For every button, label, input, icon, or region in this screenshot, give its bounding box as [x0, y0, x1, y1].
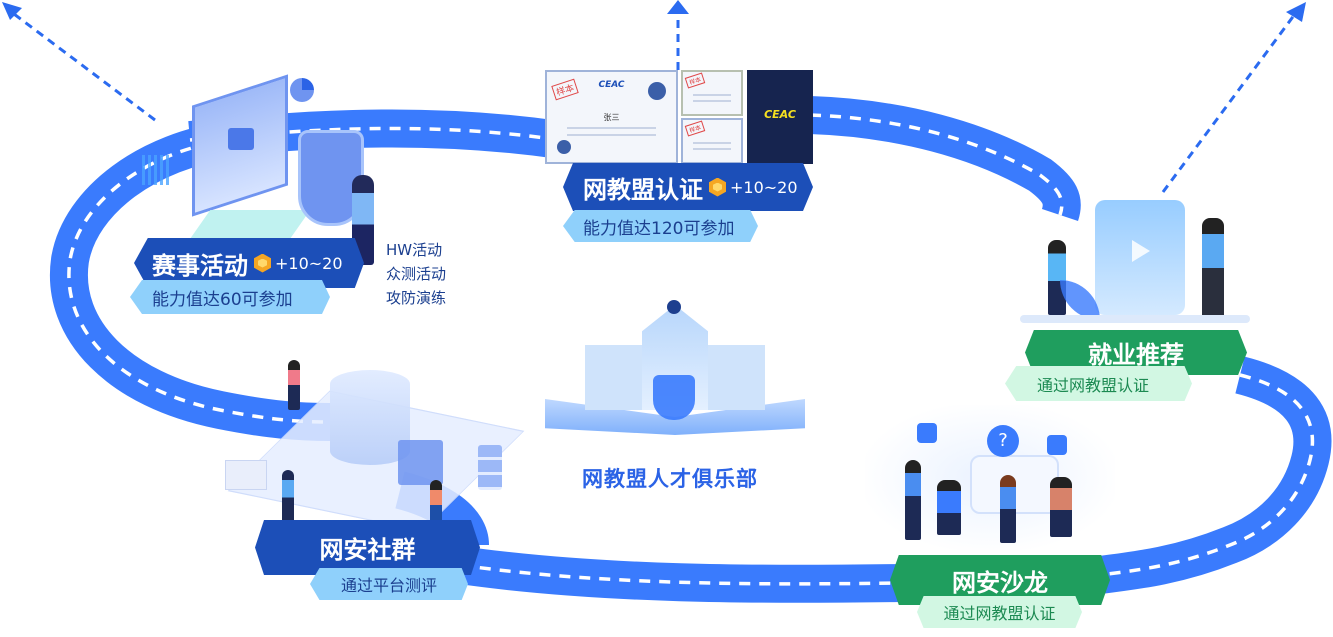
certificate-cover-brand: CEAC — [764, 108, 796, 121]
certification-title: 网教盟认证 — [583, 175, 703, 204]
building-left-wing — [585, 345, 645, 410]
chart-panel — [398, 440, 443, 485]
server-stack — [478, 445, 502, 490]
lock-icon — [228, 128, 254, 150]
person-figure — [1048, 240, 1066, 315]
arrow-up-right — [1161, 2, 1306, 193]
certificate-cover: CEAC — [747, 70, 813, 164]
arrowhead-icon — [2, 2, 22, 20]
data-cylinder — [330, 370, 410, 465]
employment-requirement: 通过网教盟认证 — [1037, 375, 1150, 395]
coin-icon — [709, 177, 726, 197]
certificate-small: 样本 — [681, 118, 743, 164]
data-platform-illustration — [220, 340, 530, 532]
laptop-lock-shield-illustration — [140, 70, 390, 265]
certificate-large: 样本 CEAC 张三 — [545, 70, 678, 164]
play-icon — [1132, 240, 1150, 262]
building-shield-icon — [545, 275, 805, 450]
base-platform — [1020, 315, 1250, 323]
community-title: 网安社群 — [319, 536, 416, 564]
shield-lock-icon — [653, 375, 695, 420]
salon-requirement: 通过网教盟认证 — [943, 604, 1056, 623]
team-discussion-illustration: ? — [865, 405, 1115, 550]
person-figure — [352, 175, 374, 265]
community-title-tag: 网安社群 — [255, 520, 480, 575]
certification-requirement: 能力值达120可参加 — [583, 218, 735, 239]
certificate-small: 样本 — [681, 70, 743, 116]
certificate-holder: 张三 — [603, 113, 620, 122]
competition-requirement-tag: 能力值达60可参加 — [130, 280, 330, 314]
person-figure — [937, 480, 961, 535]
seal-icon — [648, 82, 666, 100]
question-bubble-icon: ? — [987, 425, 1019, 457]
arrowhead-icon — [1286, 2, 1306, 22]
arrow-up — [667, 0, 689, 70]
competition-title-tag: 赛事活动 +10~20 — [134, 238, 364, 288]
emblem-icon — [667, 300, 681, 314]
pie-chart-icon — [290, 78, 314, 102]
certificate-brand: CEAC — [598, 80, 625, 90]
road-segment-right — [1097, 356, 1332, 594]
employment-title: 就业推荐 — [1088, 341, 1184, 369]
person-figure — [1000, 475, 1016, 543]
salon-title: 网安沙龙 — [952, 568, 1048, 597]
person-figure — [1202, 218, 1224, 318]
employment-requirement-tag: 通过网教盟认证 — [1005, 366, 1192, 401]
job-resume-illustration — [1020, 190, 1250, 330]
activity-item: 众测活动 — [386, 265, 447, 283]
coin-icon — [254, 253, 271, 273]
club-title: 网教盟人才俱乐部 — [582, 467, 758, 491]
person-figure — [288, 360, 300, 410]
competition-activity-list: HW活动 众测活动 攻防演练 — [386, 238, 446, 310]
person-figure — [905, 460, 921, 540]
monitor-box — [225, 460, 267, 490]
competition-title: 赛事活动 — [152, 251, 248, 280]
bar-chart-icon — [142, 155, 172, 185]
seal-icon — [557, 140, 571, 154]
building-right-wing — [705, 345, 765, 410]
activity-item: 攻防演练 — [386, 289, 447, 307]
person-figure — [282, 470, 294, 525]
activity-item: HW活动 — [386, 241, 443, 259]
competition-requirement: 能力值达60可参加 — [152, 289, 293, 310]
person-figure — [1050, 477, 1072, 537]
community-requirement: 通过平台测评 — [340, 576, 437, 595]
arrow-up-left — [2, 2, 156, 122]
document-bubble-icon — [917, 423, 937, 443]
leaf-decoration — [1060, 280, 1100, 320]
person-figure — [430, 480, 442, 530]
certification-title-tag: 网教盟认证 +10~20 — [563, 163, 813, 211]
competition-points: +10~20 — [275, 253, 343, 273]
certification-points: +10~20 — [730, 177, 798, 197]
ceac-certificates-illustration: 样本 CEAC 张三 样本 样本 CEAC — [545, 70, 815, 165]
certification-requirement-tag: 能力值达120可参加 — [563, 210, 758, 242]
arrowhead-icon — [667, 0, 689, 14]
salon-requirement-tag: 通过网教盟认证 — [917, 596, 1082, 628]
rocket-bubble-icon — [1047, 435, 1067, 455]
community-requirement-tag: 通过平台测评 — [310, 568, 468, 600]
